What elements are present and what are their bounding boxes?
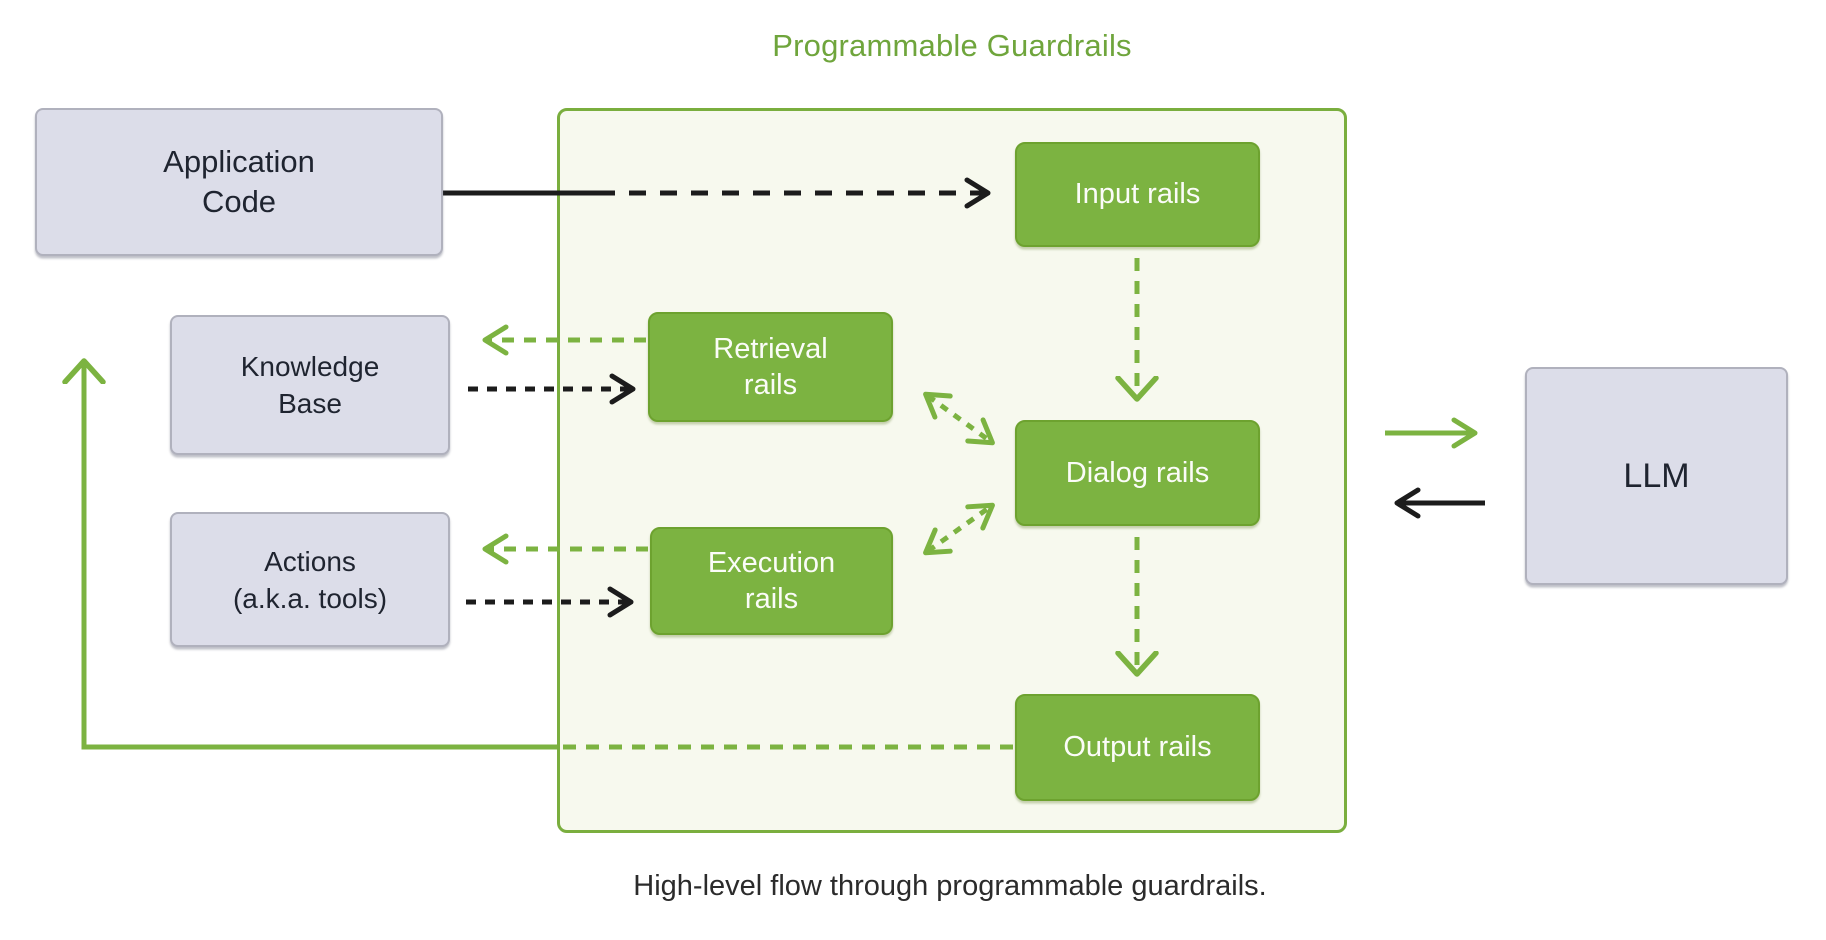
retrieval-rails-node: Retrieval rails bbox=[648, 312, 893, 422]
execution-rails-label-line2: rails bbox=[744, 583, 799, 615]
actions-label-line1: Actions bbox=[264, 545, 356, 577]
retrieval-rails-label-line2: rails bbox=[743, 369, 798, 401]
execution-rails-label-line1: Execution bbox=[707, 547, 836, 579]
actions-node: Actions (a.k.a. tools) bbox=[170, 512, 450, 647]
execution-rails-node: Execution rails bbox=[650, 527, 893, 635]
application-code-label-line1: Application bbox=[163, 144, 315, 179]
dialog-rails-node: Dialog rails bbox=[1015, 420, 1260, 526]
input-rails-node: Input rails bbox=[1015, 142, 1260, 247]
input-rails-label: Input rails bbox=[1074, 178, 1201, 210]
output-rails-label: Output rails bbox=[1063, 731, 1212, 763]
output-rails-node: Output rails bbox=[1015, 694, 1260, 801]
knowledge-base-node: Knowledge Base bbox=[170, 315, 450, 455]
llm-node: LLM bbox=[1525, 367, 1788, 585]
diagram-title: Programmable Guardrails bbox=[772, 28, 1132, 63]
actions-label-line2: (a.k.a. tools) bbox=[232, 582, 388, 614]
dialog-rails-label: Dialog rails bbox=[1065, 456, 1210, 489]
knowledge-base-label-line2: Base bbox=[278, 388, 342, 419]
application-code-label-line2: Code bbox=[201, 184, 277, 219]
retrieval-rails-label-line1: Retrieval bbox=[713, 333, 828, 365]
llm-label: LLM bbox=[1623, 456, 1690, 495]
figure-caption: High-level flow through programmable gua… bbox=[633, 870, 1267, 902]
application-code-node: Application Code bbox=[35, 108, 443, 256]
knowledge-base-label-line1: Knowledge bbox=[240, 351, 380, 382]
